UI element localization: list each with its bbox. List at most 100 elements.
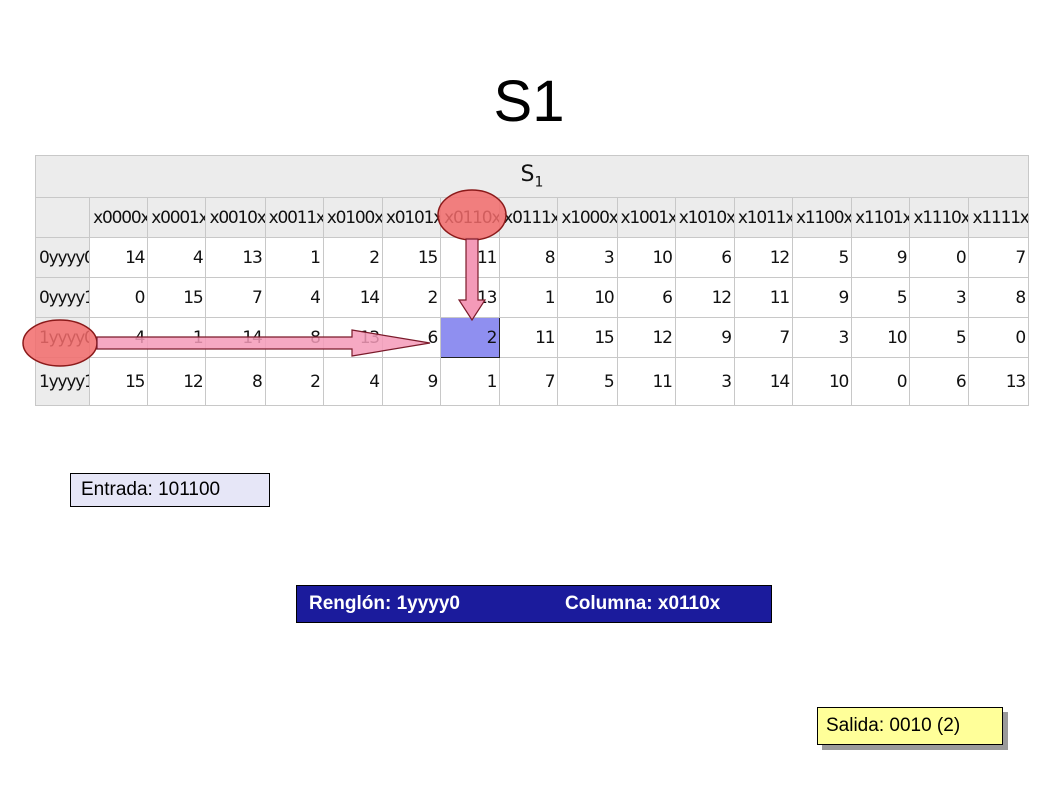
table-cell: 11: [440, 237, 501, 278]
table-cell: 4: [147, 237, 207, 278]
table-cell: 2: [322, 237, 383, 278]
table-cell: 12: [733, 237, 794, 278]
table-cell: 15: [381, 237, 442, 278]
column-header-x0000x: x0000x: [89, 197, 149, 238]
table-cell: 15: [557, 317, 618, 358]
table-cell: 12: [147, 357, 207, 406]
table-cell: 5: [851, 277, 911, 318]
table-cell: 7: [499, 357, 559, 406]
column-header-x1011x: x1011x: [733, 197, 794, 238]
sbox-title: S1: [35, 155, 1029, 198]
table-cell: 2: [381, 277, 442, 318]
table-cell: 1: [499, 277, 559, 318]
table-cell: 10: [792, 357, 853, 406]
table-cell: 8: [264, 317, 324, 358]
table-cell: 2: [264, 357, 324, 406]
table-cell: 5: [557, 357, 618, 406]
table-cell: 11: [499, 317, 559, 358]
table-cell: 13: [968, 357, 1029, 406]
table-cell: 10: [851, 317, 911, 358]
table-cell: 3: [909, 277, 970, 318]
row-header-0yyyy1: 0yyyy1: [35, 277, 91, 318]
table-cell: 4: [89, 317, 149, 358]
table-cell: 0: [89, 277, 149, 318]
table-cell: 7: [733, 317, 794, 358]
column-header-x1010x: x1010x: [674, 197, 735, 238]
table-cell: 0: [909, 237, 970, 278]
table-cell: 13: [205, 237, 266, 278]
table-cell: 11: [733, 277, 794, 318]
table-cell: 6: [616, 277, 676, 318]
table-cell: 11: [616, 357, 676, 406]
column-header-x1111x: x1111x: [968, 197, 1029, 238]
table-cell: 12: [674, 277, 735, 318]
sbox-title-subscript: 1: [534, 174, 544, 191]
table-cell: 4: [264, 277, 324, 318]
entrada-box: Entrada: 101100: [70, 473, 270, 507]
sbox-title-name: S: [520, 162, 535, 188]
table-cell: 7: [205, 277, 266, 318]
row-header-1yyyy0: 1yyyy0: [35, 317, 91, 358]
table-cell: 6: [909, 357, 970, 406]
table-cell: 9: [851, 237, 911, 278]
table-cell: 4: [322, 357, 383, 406]
table-cell: 15: [89, 357, 149, 406]
table-cell: 9: [381, 357, 442, 406]
table-cell: 10: [557, 277, 618, 318]
selected-cell: 2: [440, 317, 501, 358]
table-cell: 3: [792, 317, 853, 358]
table-cell: 13: [440, 277, 501, 318]
table-cell: 9: [792, 277, 853, 318]
table-cell: 12: [616, 317, 676, 358]
column-header-x0011x: x0011x: [264, 197, 324, 238]
table-cell: 0: [968, 317, 1029, 358]
table-cell: 8: [205, 357, 266, 406]
table-cell: 14: [205, 317, 266, 358]
column-header-x0100x: x0100x: [322, 197, 383, 238]
column-header-x0001x: x0001x: [147, 197, 207, 238]
column-header-x1001x: x1001x: [616, 197, 676, 238]
table-cell: 3: [557, 237, 618, 278]
table-cell: 9: [674, 317, 735, 358]
table-cell: 8: [499, 237, 559, 278]
table-cell: 0: [851, 357, 911, 406]
sbox-title-row: S1: [35, 155, 1029, 198]
table-cell: 8: [968, 277, 1029, 318]
table-cell: 13: [322, 317, 383, 358]
slide-title: S1: [493, 69, 565, 134]
selection-row-text: Renglón: 1yyyy0: [309, 593, 460, 614]
row-header-0yyyy0: 0yyyy0: [35, 237, 91, 278]
table-cell: 1: [440, 357, 501, 406]
column-header-x1000x: x1000x: [557, 197, 618, 238]
column-header-x0111x: x0111x: [499, 197, 559, 238]
table-cell: 15: [147, 277, 207, 318]
table-cell: 14: [89, 237, 149, 278]
column-header-x1100x: x1100x: [792, 197, 853, 238]
column-header-x1101x: x1101x: [851, 197, 911, 238]
table-cell: 5: [792, 237, 853, 278]
table-cell: 10: [616, 237, 676, 278]
table-cell: 14: [322, 277, 383, 318]
table-corner-cell: [35, 197, 91, 238]
column-header-x0101x: x0101x: [381, 197, 442, 238]
table-cell: 3: [674, 357, 735, 406]
selection-column-text: Columna: x0110x: [565, 593, 721, 614]
column-header-x1110x: x1110x: [909, 197, 970, 238]
table-cell: 6: [674, 237, 735, 278]
selection-banner: Renglón: 1yyyy0 Columna: x0110x: [296, 585, 772, 623]
table-cell: 7: [968, 237, 1029, 278]
table-cell: 1: [147, 317, 207, 358]
column-header-x0110x: x0110x: [440, 197, 501, 238]
row-header-1yyyy1: 1yyyy1: [35, 357, 91, 406]
table-cell: 6: [381, 317, 442, 358]
table-cell: 5: [909, 317, 970, 358]
table-cell: 1: [264, 237, 324, 278]
column-header-x0010x: x0010x: [205, 197, 266, 238]
